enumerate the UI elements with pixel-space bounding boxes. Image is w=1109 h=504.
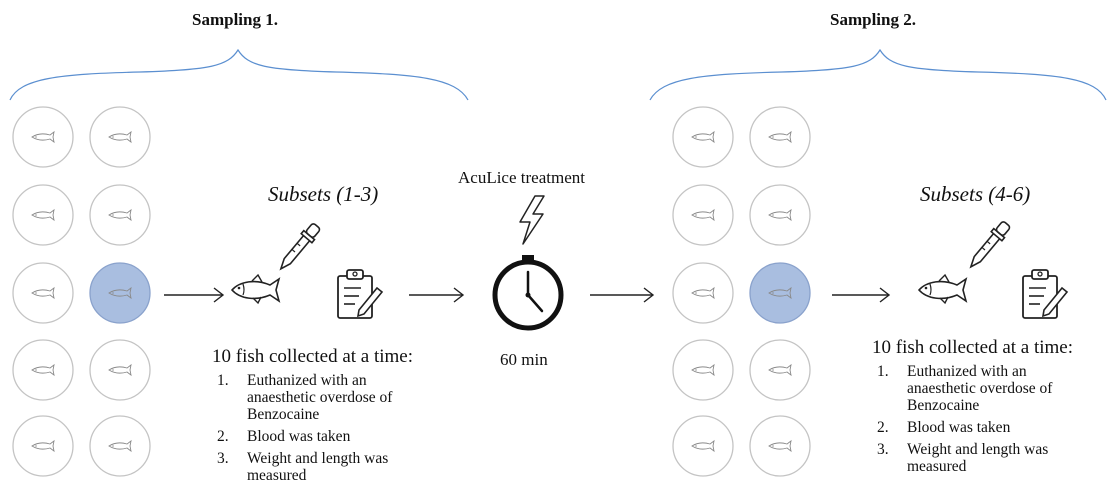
tank [672, 339, 734, 401]
tank [89, 415, 151, 477]
tank [672, 415, 734, 477]
list-item: 3.Weight and length was measured [877, 441, 1049, 475]
fish-icon [108, 364, 132, 376]
tank [12, 106, 74, 168]
fish-icon [231, 274, 280, 304]
fish-icon [691, 131, 715, 143]
fish-icon [918, 274, 967, 304]
fish-icon [768, 364, 792, 376]
clipboard-icon [337, 269, 383, 319]
lightning-icon [519, 195, 545, 245]
subset-title-2: Subsets (4-6) [920, 182, 1031, 206]
list-item: 1.Euthanized with an anaesthetic overdos… [877, 363, 1053, 414]
tank [89, 106, 151, 168]
list-item: 2.Blood was taken [217, 428, 351, 445]
tank-selected [749, 262, 811, 324]
treatment-label: AcuLice treatment [458, 168, 585, 187]
collected-title-1: 10 fish collected at a time: [212, 346, 414, 367]
brace-sampling-2 [649, 48, 1107, 101]
tank [12, 339, 74, 401]
arrow-icon [164, 287, 225, 303]
fish-icon [108, 209, 132, 221]
fish-icon [691, 440, 715, 452]
pipette-icon [274, 220, 324, 275]
tank [749, 106, 811, 168]
collected-title-2: 10 fish collected at a time: [872, 337, 1074, 358]
arrow-icon [409, 287, 465, 303]
pipette-icon [964, 218, 1014, 273]
list-item: 1.Euthanized with an anaesthetic overdos… [217, 372, 393, 423]
arrow-icon [832, 287, 891, 303]
tank [12, 262, 74, 324]
tank-grid-sampling-2 [672, 106, 811, 477]
list-item: 3.Weight and length was measured [217, 450, 389, 484]
fish-icon [31, 440, 55, 452]
fish-icon [768, 440, 792, 452]
fish-icon [691, 209, 715, 221]
fish-icon [108, 131, 132, 143]
fish-icon [108, 440, 132, 452]
step-list-1: 1.Euthanized with an anaesthetic overdos… [217, 372, 427, 489]
tank [749, 339, 811, 401]
fish-icon [31, 209, 55, 221]
tank [12, 184, 74, 246]
fish-icon [31, 131, 55, 143]
tank [12, 415, 74, 477]
sampling-2-title: Sampling 2. [830, 10, 916, 29]
clock-icon [492, 255, 564, 331]
tank [749, 184, 811, 246]
step-list-2: 1.Euthanized with an anaesthetic overdos… [877, 363, 1089, 480]
brace-sampling-1 [9, 48, 469, 101]
fish-icon [691, 364, 715, 376]
tank [89, 339, 151, 401]
tank [672, 262, 734, 324]
fish-icon [31, 287, 55, 299]
list-item: 2.Blood was taken [877, 419, 1011, 436]
tank-grid-sampling-1 [12, 106, 151, 477]
clipboard-icon [1022, 269, 1068, 319]
tank [749, 415, 811, 477]
tank [672, 106, 734, 168]
treatment-duration: 60 min [500, 350, 548, 369]
sampling-1-title: Sampling 1. [192, 10, 278, 29]
tank-selected [89, 262, 151, 324]
fish-icon [768, 209, 792, 221]
fish-icon [31, 364, 55, 376]
arrow-icon [590, 287, 655, 303]
tank [89, 184, 151, 246]
tank [672, 184, 734, 246]
fish-icon [691, 287, 715, 299]
fish-icon [768, 131, 792, 143]
subset-title-1: Subsets (1-3) [268, 182, 379, 206]
